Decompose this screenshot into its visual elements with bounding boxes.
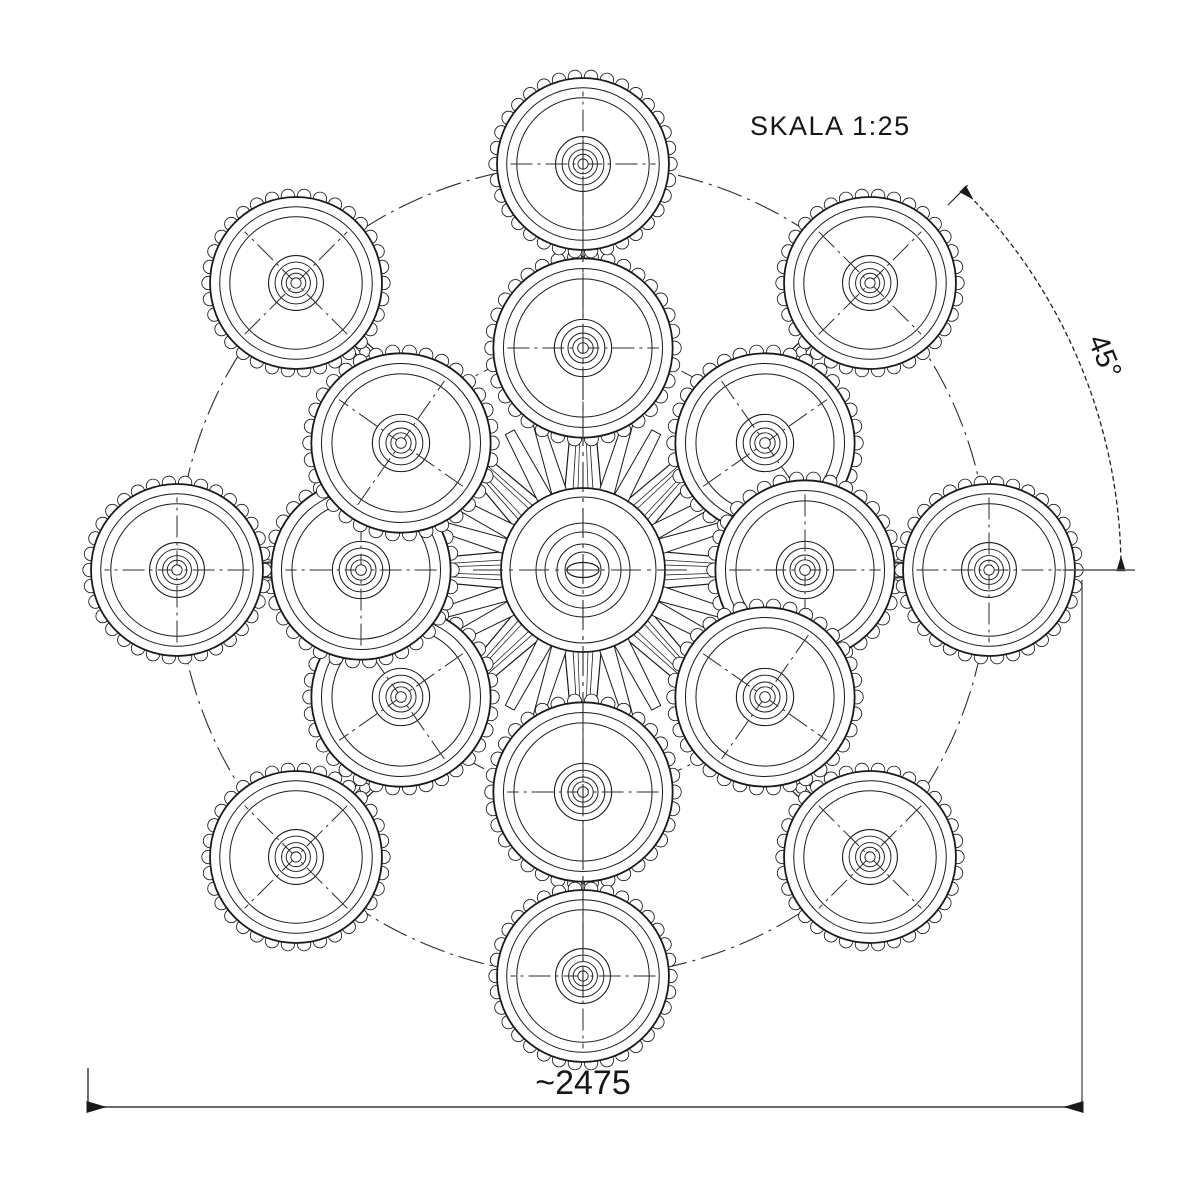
axle-bore (290, 277, 302, 289)
wheel (82, 475, 272, 665)
tire-inner-edge (320, 362, 482, 524)
tire-inner-edge (793, 780, 947, 934)
axle-bore (864, 277, 876, 289)
scale-note: SKALA 1:25 (750, 111, 911, 141)
axle-bore (355, 564, 367, 576)
wheel-hub-ring (268, 829, 324, 885)
wheel-hub-ring (855, 268, 885, 298)
angle-dimension-arc (959, 185, 1126, 572)
axle-bore (395, 691, 407, 703)
axle-bore (864, 851, 876, 863)
wheel (775, 762, 965, 952)
axle-bore (759, 437, 771, 449)
wheel-hub-ring (385, 427, 417, 459)
wheel (775, 188, 965, 378)
wheel-hub-ring (848, 261, 892, 305)
wheel-hub-ring (842, 829, 898, 885)
axle-bore (290, 851, 302, 863)
wheel-hub-ring (285, 846, 307, 868)
rim-edge (331, 373, 471, 513)
wheel-hub-ring (742, 674, 788, 720)
wheel (666, 598, 864, 796)
tire-inner-edge (219, 780, 373, 934)
rim-edge (695, 627, 835, 767)
wheel-hub-ring (859, 272, 881, 294)
wheel-hub-ring (754, 686, 776, 708)
wheel-hub-ring (742, 420, 788, 466)
wheel (201, 188, 391, 378)
wheel (894, 475, 1084, 665)
wheel-hub-ring (274, 261, 318, 305)
wheel-hub-ring (281, 842, 311, 872)
overall-width-label: ~2475 (535, 1064, 631, 1102)
tire-inner-edge (100, 493, 254, 647)
wheel-hub-ring (848, 835, 892, 879)
wheel-hub-ring (268, 255, 324, 311)
tire-inner-edge (684, 616, 846, 778)
wheel (201, 762, 391, 952)
wheel-hub-ring (378, 674, 424, 720)
wheel-hub-ring (859, 846, 881, 868)
wheel-hub-ring (754, 432, 776, 454)
axle-bore (759, 691, 771, 703)
centerline-group (473, 140, 693, 1000)
angular-dimension (947, 184, 1135, 572)
axle-bore (983, 564, 995, 576)
overall-width-dimension (86, 580, 1084, 1114)
wheel-hub-ring (371, 413, 431, 473)
wheel-hub-ring (735, 413, 795, 473)
wheel (302, 344, 500, 542)
axle-bore (395, 437, 407, 449)
wheel-hub-ring (274, 835, 318, 879)
wheel-hub-ring (735, 667, 795, 727)
wheel-hub-ring (281, 268, 311, 298)
wheel-hub-ring (390, 686, 412, 708)
axle-bore (799, 564, 811, 576)
wheel-hub-ring (749, 427, 781, 459)
wheel-hub-ring (842, 255, 898, 311)
tire-inner-edge (219, 206, 373, 360)
wheel-hub-ring (378, 420, 424, 466)
rim-edge (229, 790, 363, 924)
rim-edge (803, 790, 937, 924)
angle-leader-start (947, 184, 969, 206)
wheel-hub-ring (285, 272, 307, 294)
wheel-hub-ring (749, 681, 781, 713)
wheel-hub-ring (390, 432, 412, 454)
axle-bore (171, 564, 183, 576)
rim-edge (803, 216, 937, 350)
wheel-hub-ring (385, 681, 417, 713)
rim-edge (229, 216, 363, 350)
wheel-hub-ring (855, 842, 885, 872)
wheel-hub-ring (371, 667, 431, 727)
tire-inner-edge (793, 206, 947, 360)
